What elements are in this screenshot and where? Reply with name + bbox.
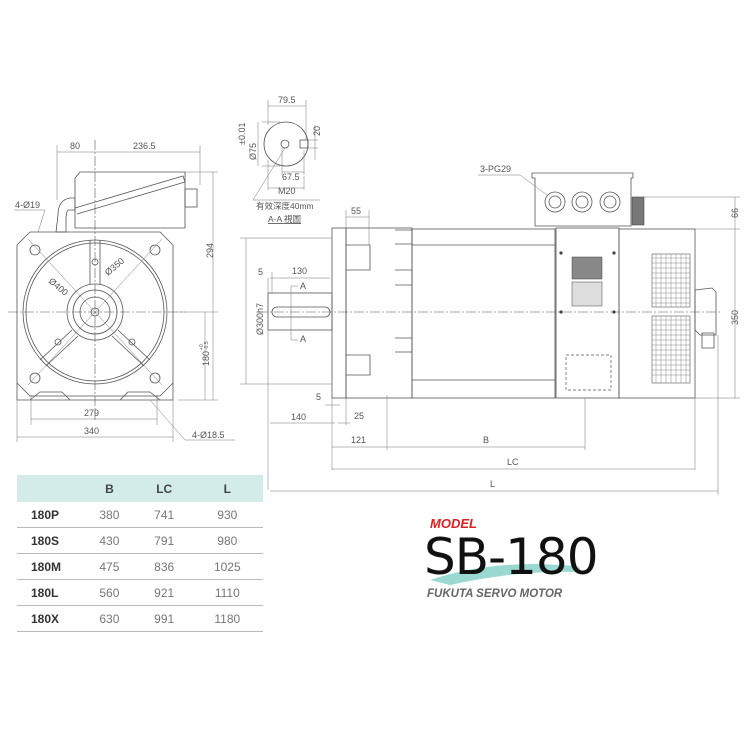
dim-180: 180	[201, 351, 211, 366]
section-mark-a-bottom: A	[300, 334, 306, 344]
table-cell: 430	[82, 527, 137, 554]
dim-140: 140	[291, 412, 306, 422]
cable-glands	[544, 191, 621, 213]
dim-340: 340	[84, 426, 99, 436]
table-cell: 1110	[191, 579, 263, 606]
dim-25: 25	[354, 411, 364, 421]
logo-model-name: SB-180	[424, 528, 599, 586]
dim-5-shaft: 5	[258, 267, 263, 277]
table-header: B	[82, 475, 137, 502]
dim-5-flange: 5	[316, 392, 321, 402]
dim-dia-75: Ø75	[248, 143, 258, 160]
model-cell: 180P	[17, 502, 82, 528]
side-view: 3-PG29 66 350 55 Ø300h7 5 130 A A 5 140 …	[240, 164, 740, 495]
dim-130: 130	[292, 266, 307, 276]
table-cell: 380	[82, 502, 137, 528]
table-cell: 921	[136, 579, 192, 606]
logo-tagline: FUKUTA SERVO MOTOR	[427, 588, 563, 600]
model-cell: 180X	[17, 605, 82, 632]
table-cell: 791	[136, 527, 192, 554]
dim-67-5: 67.5	[282, 172, 300, 182]
section-a-a: 79.5 Ø75 ±0.01 20 67.5 M20 有效深度40mm A-A …	[237, 95, 322, 224]
thread-depth-note: 有效深度40mm	[256, 201, 314, 211]
callout-3-pg29: 3-PG29	[480, 164, 511, 174]
dim-66: 66	[730, 208, 740, 218]
model-cell: 180M	[17, 553, 82, 580]
table-cell: 991	[136, 605, 192, 632]
dim-121: 121	[351, 435, 366, 445]
section-mark-a-top: A	[300, 281, 306, 291]
callout-4-dia-19: 4-Ø19	[15, 200, 40, 210]
dim-180-tol-lower: -0.5	[204, 341, 210, 350]
table-cell: 1025	[191, 553, 263, 580]
dim-294: 294	[205, 243, 215, 258]
dim-l: L	[490, 479, 495, 489]
table-header: L	[191, 475, 263, 502]
table-cell: 741	[136, 502, 192, 528]
logo-swoosh	[430, 564, 580, 585]
dim-tol: ±0.01	[237, 123, 247, 145]
table-cell: 560	[82, 579, 137, 606]
dim-dia-350: Ø350	[103, 256, 126, 278]
dim-m20: M20	[278, 186, 296, 196]
dim-dia-300h7: Ø300h7	[255, 303, 265, 335]
dim-dia-400: Ø400	[47, 276, 70, 298]
dim-79-5: 79.5	[278, 95, 296, 105]
table-cell: 1180	[191, 605, 263, 632]
table-header	[17, 475, 82, 502]
logo-model-label: MODEL	[430, 516, 477, 531]
table-cell: 980	[191, 527, 263, 554]
section-title: A-A 視圖	[268, 214, 301, 224]
front-view: 80 236.5 294 180 +0 -0.5 279 340 Ø400 Ø3…	[8, 140, 235, 442]
dim-55: 55	[351, 206, 361, 216]
table-header-row: B LC L	[17, 475, 263, 502]
callout-4-dia-18-5: 4-Ø18.5	[192, 430, 225, 440]
table-cell: 930	[191, 502, 263, 528]
table-cell: 836	[136, 553, 192, 580]
dim-b: B	[483, 435, 489, 445]
model-cell: 180L	[17, 579, 82, 606]
dim-80: 80	[70, 141, 80, 151]
dim-180-tol-upper: +0	[199, 344, 205, 350]
dim-20: 20	[312, 126, 322, 136]
dim-236-5: 236.5	[133, 141, 156, 151]
table-cell: 475	[82, 553, 137, 580]
dim-lc: LC	[507, 457, 519, 467]
dim-279: 279	[84, 408, 99, 418]
model-cell: 180S	[17, 527, 82, 554]
dim-350: 350	[730, 310, 740, 325]
cooling-grille	[651, 253, 691, 384]
table-cell: 630	[82, 605, 137, 632]
table-header: LC	[136, 475, 192, 502]
